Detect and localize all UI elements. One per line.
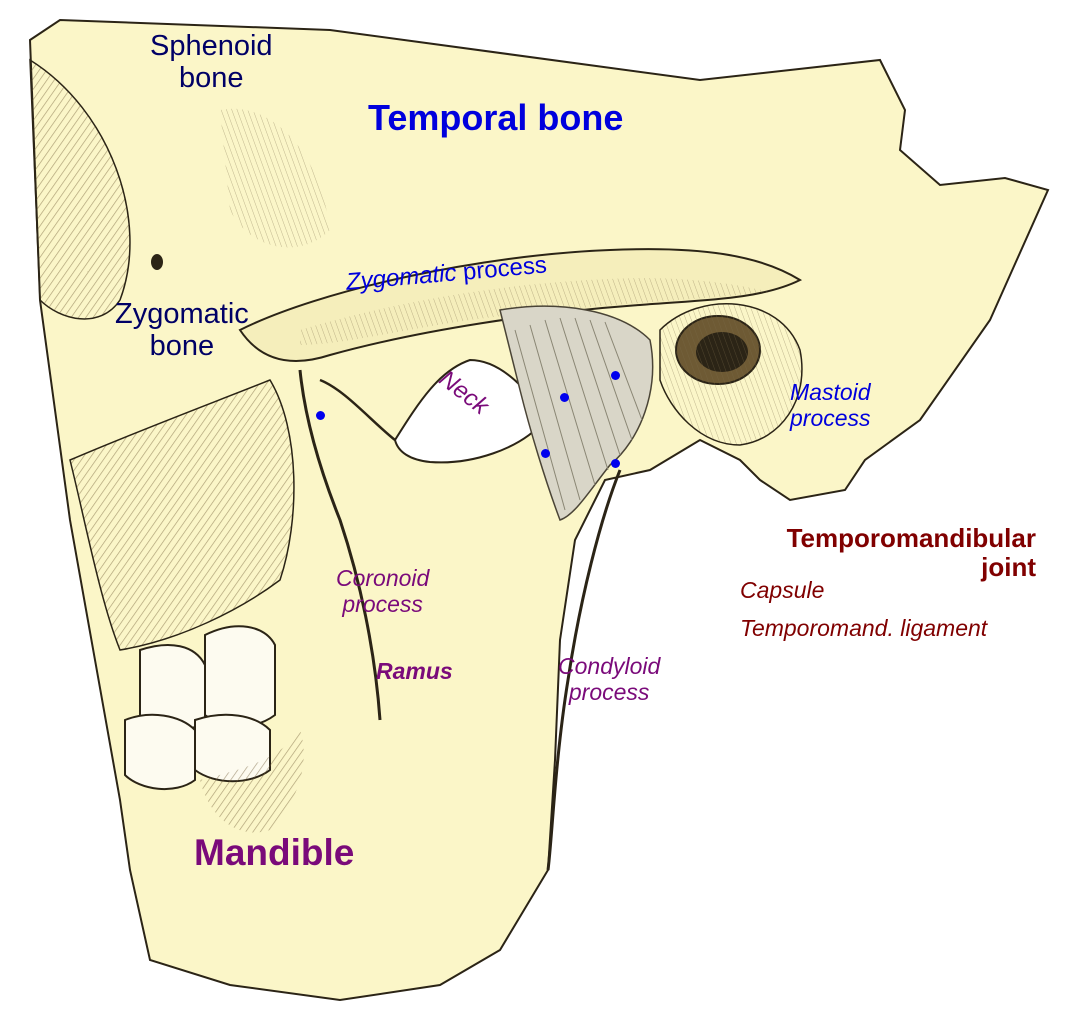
coronoid-process-label: Coronoid process <box>336 566 429 618</box>
capsule-label: Capsule <box>740 578 824 604</box>
mastoid-process-label: Mastoid process <box>790 380 871 432</box>
sphenoid-bone-label: Sphenoid bone <box>150 30 273 95</box>
landmark-dot <box>541 449 550 458</box>
zygomatic-bone-label-line1: Zygomatic <box>115 298 249 330</box>
landmark-dot <box>316 411 325 420</box>
zygomatic-bone-label: Zygomatic bone <box>115 298 249 363</box>
condyloid-process-label-line2: process <box>558 680 660 706</box>
mandible-label: Mandible <box>194 832 354 873</box>
ligament-label: Temporomand. ligament <box>740 616 987 642</box>
ramus-label: Ramus <box>376 659 453 685</box>
landmark-dot <box>560 393 569 402</box>
coronoid-process-label-line1: Coronoid <box>336 566 429 592</box>
coronoid-process-label-line2: process <box>336 592 429 618</box>
condyloid-process-label: Condyloid process <box>558 654 660 706</box>
landmark-dot <box>611 371 620 380</box>
temporal-bone-label: Temporal bone <box>368 98 623 138</box>
foramen <box>151 254 163 270</box>
sphenoid-bone-label-line1: Sphenoid <box>150 30 273 62</box>
mastoid-process-label-line2: process <box>790 406 871 432</box>
mastoid-process-label-line1: Mastoid <box>790 380 871 406</box>
landmark-dot <box>611 459 620 468</box>
tmj-title: Temporomandibular joint <box>742 524 1036 582</box>
condyloid-process-label-line1: Condyloid <box>558 654 660 680</box>
tmj-title-line1: Temporomandibular <box>742 524 1036 553</box>
sphenoid-bone-label-line2: bone <box>150 62 273 94</box>
zygomatic-bone-label-line2: bone <box>115 330 249 362</box>
